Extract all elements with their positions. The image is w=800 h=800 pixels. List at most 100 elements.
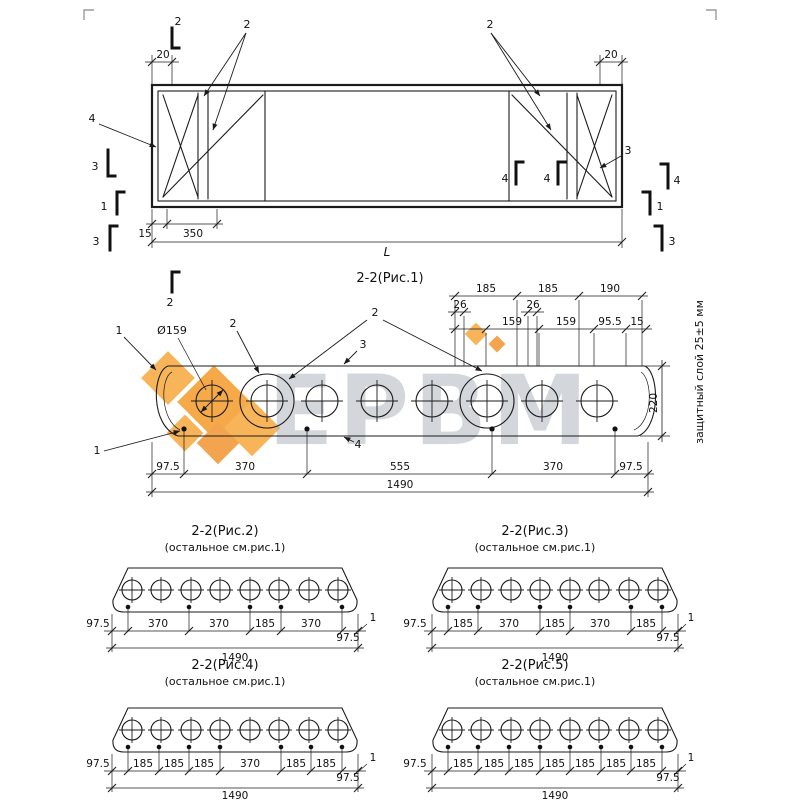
watermark-letters: ЕРВМ xyxy=(268,355,593,467)
scan-corner-marks xyxy=(83,9,717,20)
plan-dim-20-right-label: 20 xyxy=(604,49,617,61)
fig4-dim-3: 370 xyxy=(240,758,260,770)
plan-callout-3-right: 3 xyxy=(599,144,632,169)
fig5-note: (остальное см.рис.1) xyxy=(475,675,596,688)
plan-flag-2-top-label: 2 xyxy=(175,15,182,28)
fig4-dims: 97.5 185 185 185 370 185 185 97.5 1 1490 xyxy=(86,744,377,800)
fig4-dim-0: 185 xyxy=(133,758,153,770)
fig1-section: 2-2(Рис.1) 1 Ø159 2 2 3 4 1 xyxy=(94,271,706,497)
plan-flag-2-bottom-label: 2 xyxy=(167,296,174,309)
plan-flag-3-bottom-left-label: 3 xyxy=(93,235,100,248)
fig3-void-circles xyxy=(438,576,672,604)
fig1-bottom-dim-2: 555 xyxy=(390,461,410,473)
fig1-bottom-dims: 97.5 370 555 370 97.5 1490 xyxy=(146,426,654,497)
plan-callout-4-left-label: 4 xyxy=(89,112,96,125)
fig5-dim-0: 185 xyxy=(453,758,473,770)
fig1-row3-dim-0: 159 xyxy=(502,316,522,328)
fig3-right-label: 97.5 xyxy=(656,632,679,644)
fig3-dim-0: 185 xyxy=(453,618,473,630)
fig2-right-label: 97.5 xyxy=(336,632,359,644)
fig5-section: 2-2(Рис.5) (остальное см.рис.1) 97.5 185… xyxy=(403,658,694,800)
fig1-callout-2-center: 2 xyxy=(372,306,379,319)
plan-flag-4-in-a-label: 4 xyxy=(502,172,509,185)
fig1-bottom-dim-0: 97.5 xyxy=(156,461,179,473)
fig5-void-circles xyxy=(438,716,672,744)
plan-flag-3-bottom-left: 3 xyxy=(93,224,119,252)
fig1-void-circles xyxy=(190,373,619,429)
fig1-callout-4: 4 xyxy=(355,438,362,451)
fig1-row3-dim-1: 159 xyxy=(556,316,576,328)
fig1-top-dim-2: 190 xyxy=(600,283,620,295)
fig5-dim-6: 185 xyxy=(636,758,656,770)
fig1-top-dims: 185 185 190 26 26 159 159 95.5 15 xyxy=(448,283,652,366)
fig5-dim-3: 185 xyxy=(545,758,565,770)
fig2-section: 2-2(Рис.2) (остальное см.рис.1) 97.5 370… xyxy=(86,524,376,664)
plan-flag-3-left: 3 xyxy=(92,148,117,178)
fig1-right-end-detail xyxy=(633,371,650,431)
fig1-callout-3: 3 xyxy=(360,338,367,351)
plan-flag-2-bottom: 2 xyxy=(167,270,181,309)
fig3-section: 2-2(Рис.3) (остальное см.рис.1) 97.5 185… xyxy=(403,524,694,664)
fig4-dim-4: 185 xyxy=(286,758,306,770)
fig3-dim-1: 370 xyxy=(499,618,519,630)
fig2-total: 1490 xyxy=(222,652,249,664)
plan-right-opening-linework xyxy=(508,90,613,202)
fig1-callout-1-bottom: 1 xyxy=(94,444,101,457)
plan-flag-4-in-b: 4 xyxy=(544,160,567,186)
fig1-callouts: 1 Ø159 2 2 3 4 1 xyxy=(94,306,483,457)
plan-leader-2-right: 2 xyxy=(487,18,552,131)
fig1-top-dim-0: 185 xyxy=(476,283,496,295)
fig4-section: 2-2(Рис.4) (остальное см.рис.1) 97.5 185… xyxy=(86,658,376,800)
fig4-total: 1490 xyxy=(222,790,249,800)
fig4-left-label: 97.5 xyxy=(86,758,109,770)
fig4-note: (остальное см.рис.1) xyxy=(165,675,286,688)
fig2-left-label: 97.5 xyxy=(86,618,109,630)
plan-flag-1-right-label: 1 xyxy=(657,200,664,213)
fig2-title: 2-2(Рис.2) xyxy=(191,524,258,539)
plan-view: 20 20 2 2 2 4 xyxy=(89,15,681,309)
fig1-bottom-dim-4: 97.5 xyxy=(619,461,642,473)
plan-inner-frame xyxy=(157,90,617,202)
fig5-dim-1: 185 xyxy=(484,758,504,770)
fig2-dim-2: 185 xyxy=(255,618,275,630)
plan-leader-2-right-label: 2 xyxy=(487,18,494,31)
fig4-dim-2: 185 xyxy=(194,758,214,770)
fig1-callout-2-left: 2 xyxy=(230,317,237,330)
plan-leader-2-left: 2 xyxy=(203,18,251,131)
fig2-mark-1: 1 xyxy=(370,612,377,624)
plan-flag-3-left-label: 3 xyxy=(92,160,99,173)
fig1-row3-dim-2: 95.5 xyxy=(598,316,621,328)
plan-flag-1-left-label: 1 xyxy=(101,200,108,213)
fig1-dia-label: Ø159 xyxy=(157,324,187,337)
fig4-dim-1: 185 xyxy=(164,758,184,770)
fig1-title: 2-2(Рис.1) xyxy=(356,271,423,286)
fig3-mark-1: 1 xyxy=(688,612,695,624)
fig5-dim-2: 185 xyxy=(514,758,534,770)
fig1-small-dim-1: 26 xyxy=(526,299,540,311)
plan-leader-2-left-label: 2 xyxy=(244,18,251,31)
fig5-dim-5: 185 xyxy=(606,758,626,770)
fig1-side-note: защитный слой 25±5 мм xyxy=(693,300,706,444)
plan-dim-20-left: 20 xyxy=(145,49,179,86)
plan-callout-4-left: 4 xyxy=(89,112,157,148)
fig1-slab-outline xyxy=(155,365,656,437)
plan-flag-1-right: 1 xyxy=(641,190,664,216)
fig3-total: 1490 xyxy=(542,652,569,664)
fig1-row3-dim-3: 15 xyxy=(630,316,643,328)
fig5-dims: 97.5 185 185 185 185 185 185 185 97.5 1 … xyxy=(403,744,694,800)
fig5-slab-outline xyxy=(432,707,678,753)
fig3-left-label: 97.5 xyxy=(403,618,426,630)
fig1-top-dim-1: 185 xyxy=(538,283,558,295)
fig1-small-dim-0: 26 xyxy=(453,299,467,311)
fig1-callout-1-left: 1 xyxy=(116,324,123,337)
fig4-void-circles xyxy=(118,716,352,744)
fig3-note: (остальное см.рис.1) xyxy=(475,541,596,554)
fig2-dim-1: 370 xyxy=(209,618,229,630)
fig2-void-circles xyxy=(118,576,352,604)
plan-flag-1-left: 1 xyxy=(101,190,126,216)
plan-dim-20-left-label: 20 xyxy=(156,49,169,61)
fig4-mark-1: 1 xyxy=(370,752,377,764)
fig4-slab-outline xyxy=(112,707,358,753)
plan-left-opening-linework xyxy=(162,90,266,202)
fig5-title: 2-2(Рис.5) xyxy=(501,658,568,673)
